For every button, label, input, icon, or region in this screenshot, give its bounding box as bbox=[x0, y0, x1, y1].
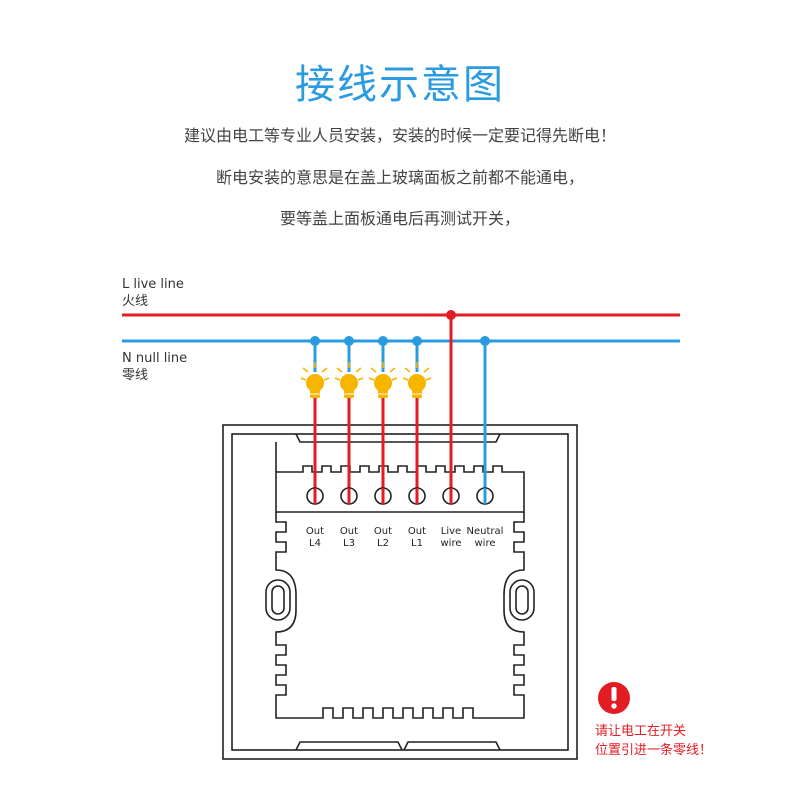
live-line-label-cn: 火线 bbox=[122, 294, 149, 309]
description-line-2: 断电安装的意思是在盖上玻璃面板之前都不能通电， bbox=[215, 168, 584, 187]
live-junction-dot bbox=[446, 310, 456, 320]
bulb-icon bbox=[408, 374, 426, 392]
terminal-label-top: Out bbox=[306, 526, 324, 537]
description-line-1: 建议由电工等专业人员安装，安装的时候一定要记得先断电！ bbox=[183, 126, 616, 145]
null-junction-dot bbox=[378, 336, 388, 346]
bulb-ray bbox=[336, 367, 343, 373]
bulb-ray bbox=[323, 377, 330, 381]
terminal-label-bottom: wire bbox=[474, 538, 495, 549]
null-junction-dot bbox=[412, 336, 422, 346]
terminal-label-bottom: L3 bbox=[343, 538, 355, 549]
bulb-ray bbox=[389, 367, 396, 373]
live-line-label: L live line 火线 bbox=[122, 276, 184, 310]
terminal-label-bottom: L4 bbox=[309, 538, 321, 549]
terminal-label-bottom: L1 bbox=[411, 538, 423, 549]
terminal-label-bottom: wire bbox=[440, 538, 461, 549]
bulb-ray bbox=[321, 367, 328, 373]
warning-text-line-2: 位置引进一条零线！ bbox=[595, 743, 713, 758]
warning-text: 请让电工在开关 位置引进一条零线！ bbox=[595, 722, 755, 760]
terminal-label-top: Out bbox=[374, 526, 392, 537]
null-junction-dot bbox=[480, 336, 490, 346]
warning-text-line-1: 请让电工在开关 bbox=[595, 724, 687, 739]
bulb-ray bbox=[355, 367, 362, 373]
bulb-ray bbox=[357, 377, 364, 381]
diagram-title: 接线示意图 bbox=[295, 62, 505, 108]
bulb-icon bbox=[340, 374, 358, 392]
null-junction-dot bbox=[344, 336, 354, 346]
null-junction-dot bbox=[310, 336, 320, 346]
bulb-ray bbox=[300, 377, 307, 381]
null-line-label-en: N null line bbox=[122, 351, 188, 366]
live-line-label-en: L live line bbox=[122, 277, 184, 292]
bulb-ray bbox=[370, 367, 377, 373]
bulb-ray bbox=[402, 377, 409, 381]
bulb-icon bbox=[374, 374, 392, 392]
bulb-ray bbox=[425, 377, 432, 381]
terminal-label-top: Out bbox=[408, 526, 426, 537]
switch-box bbox=[222, 424, 578, 760]
bulb-icon bbox=[306, 374, 324, 392]
bulb-ray bbox=[334, 377, 341, 381]
bulb-ray bbox=[368, 377, 375, 381]
null-line-label-cn: 零线 bbox=[122, 368, 149, 383]
terminal-label-top: Neutral bbox=[467, 526, 504, 537]
null-line-label: N null line 零线 bbox=[122, 350, 187, 384]
bulb-ray bbox=[302, 367, 309, 373]
bulb-ray bbox=[404, 367, 411, 373]
terminal-label-top: Live bbox=[441, 526, 461, 537]
bulb-ray bbox=[423, 367, 430, 373]
terminal-label-bottom: L2 bbox=[377, 538, 389, 549]
exclamation-icon bbox=[598, 682, 630, 714]
description-line-3: 要等盖上面板通电后再测试开关， bbox=[279, 209, 520, 228]
terminal-label-top: Out bbox=[340, 526, 358, 537]
bulb-ray bbox=[391, 377, 398, 381]
